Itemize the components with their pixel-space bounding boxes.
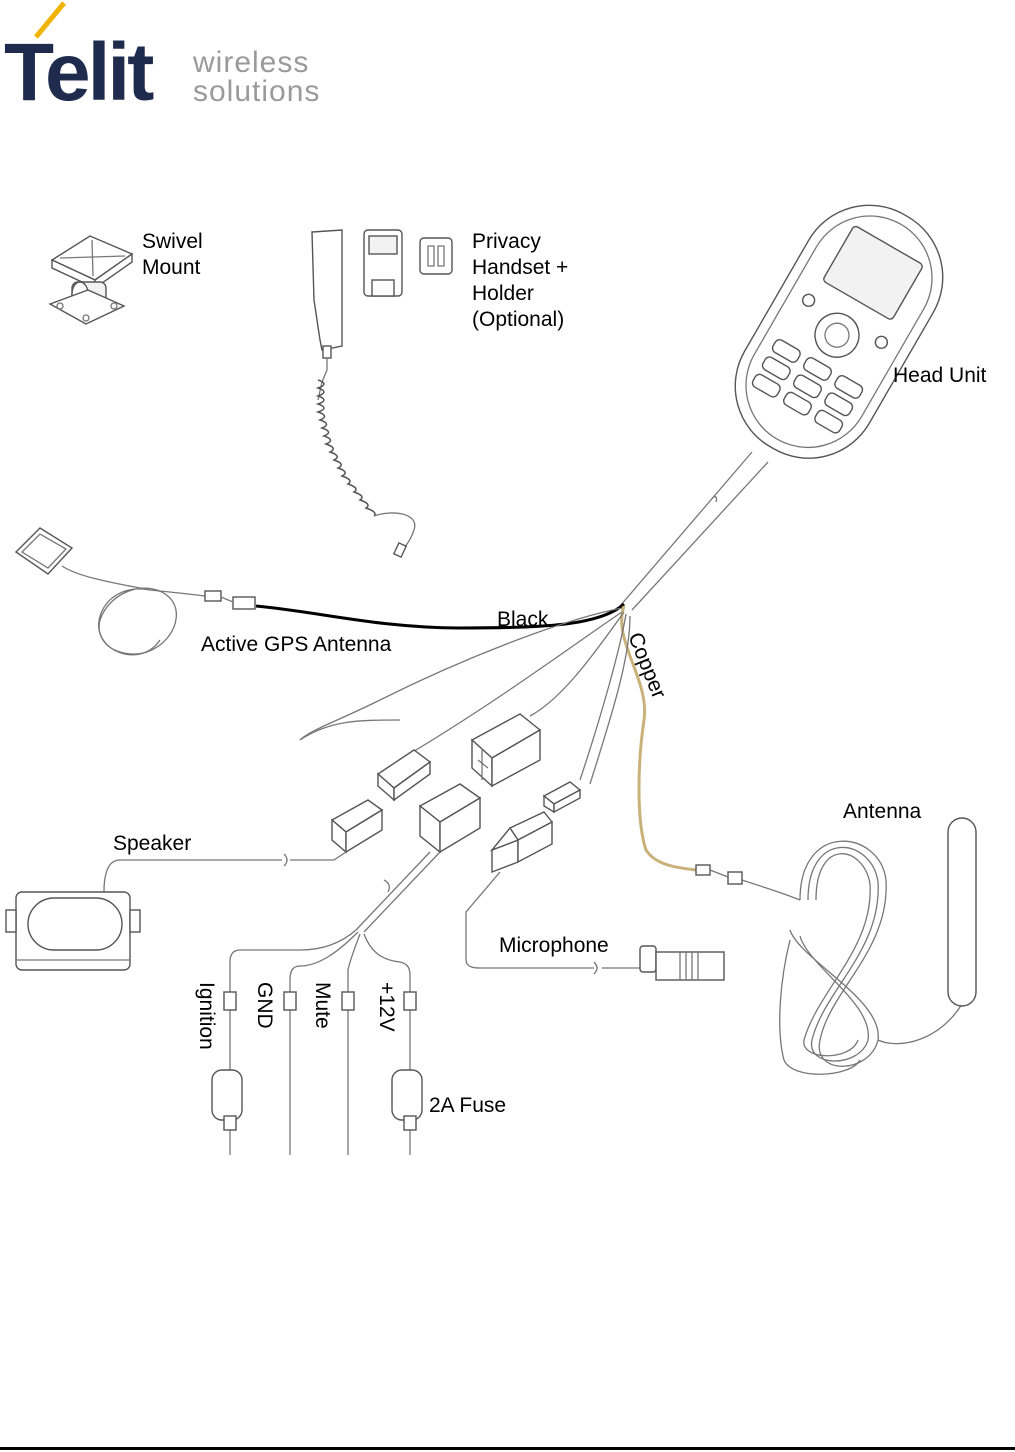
speaker-illustration bbox=[6, 852, 346, 970]
label-swivel-mount-2: Mount bbox=[142, 256, 201, 279]
label-privacy-3: Holder bbox=[472, 282, 534, 305]
head-unit-illustration bbox=[620, 180, 968, 610]
antenna-illustration bbox=[696, 818, 976, 1074]
label-fuse: 2A Fuse bbox=[429, 1094, 506, 1117]
microphone-illustration bbox=[466, 872, 724, 980]
label-head-unit: Head Unit bbox=[893, 364, 987, 387]
privacy-handset-illustration bbox=[312, 230, 452, 557]
label-privacy-2: Handset + bbox=[472, 256, 568, 279]
label-mute: Mute bbox=[311, 982, 334, 1029]
bottom-rule bbox=[0, 1447, 1015, 1450]
label-microphone: Microphone bbox=[499, 934, 609, 957]
label-privacy-1: Privacy bbox=[472, 230, 541, 253]
swivel-mount-illustration bbox=[50, 236, 132, 324]
telit-logo: Telit wireless solutions bbox=[4, 3, 320, 118]
logo-brand: Telit bbox=[4, 27, 154, 118]
label-antenna: Antenna bbox=[843, 800, 922, 823]
label-black: Black bbox=[497, 608, 549, 631]
label-gnd: GND bbox=[253, 982, 276, 1029]
logo-tagline-line2: solutions bbox=[193, 75, 320, 108]
label-swivel-mount-1: Swivel bbox=[142, 230, 203, 253]
black-wire bbox=[256, 604, 624, 628]
harness-connectors bbox=[332, 714, 580, 872]
label-plus12v: +12V bbox=[375, 982, 398, 1032]
label-speaker: Speaker bbox=[113, 832, 191, 855]
label-active-gps-antenna: Active GPS Antenna bbox=[201, 633, 392, 656]
label-copper: Copper bbox=[623, 629, 670, 701]
label-privacy-4: (Optional) bbox=[472, 308, 564, 331]
label-ignition: Ignition bbox=[195, 982, 218, 1050]
